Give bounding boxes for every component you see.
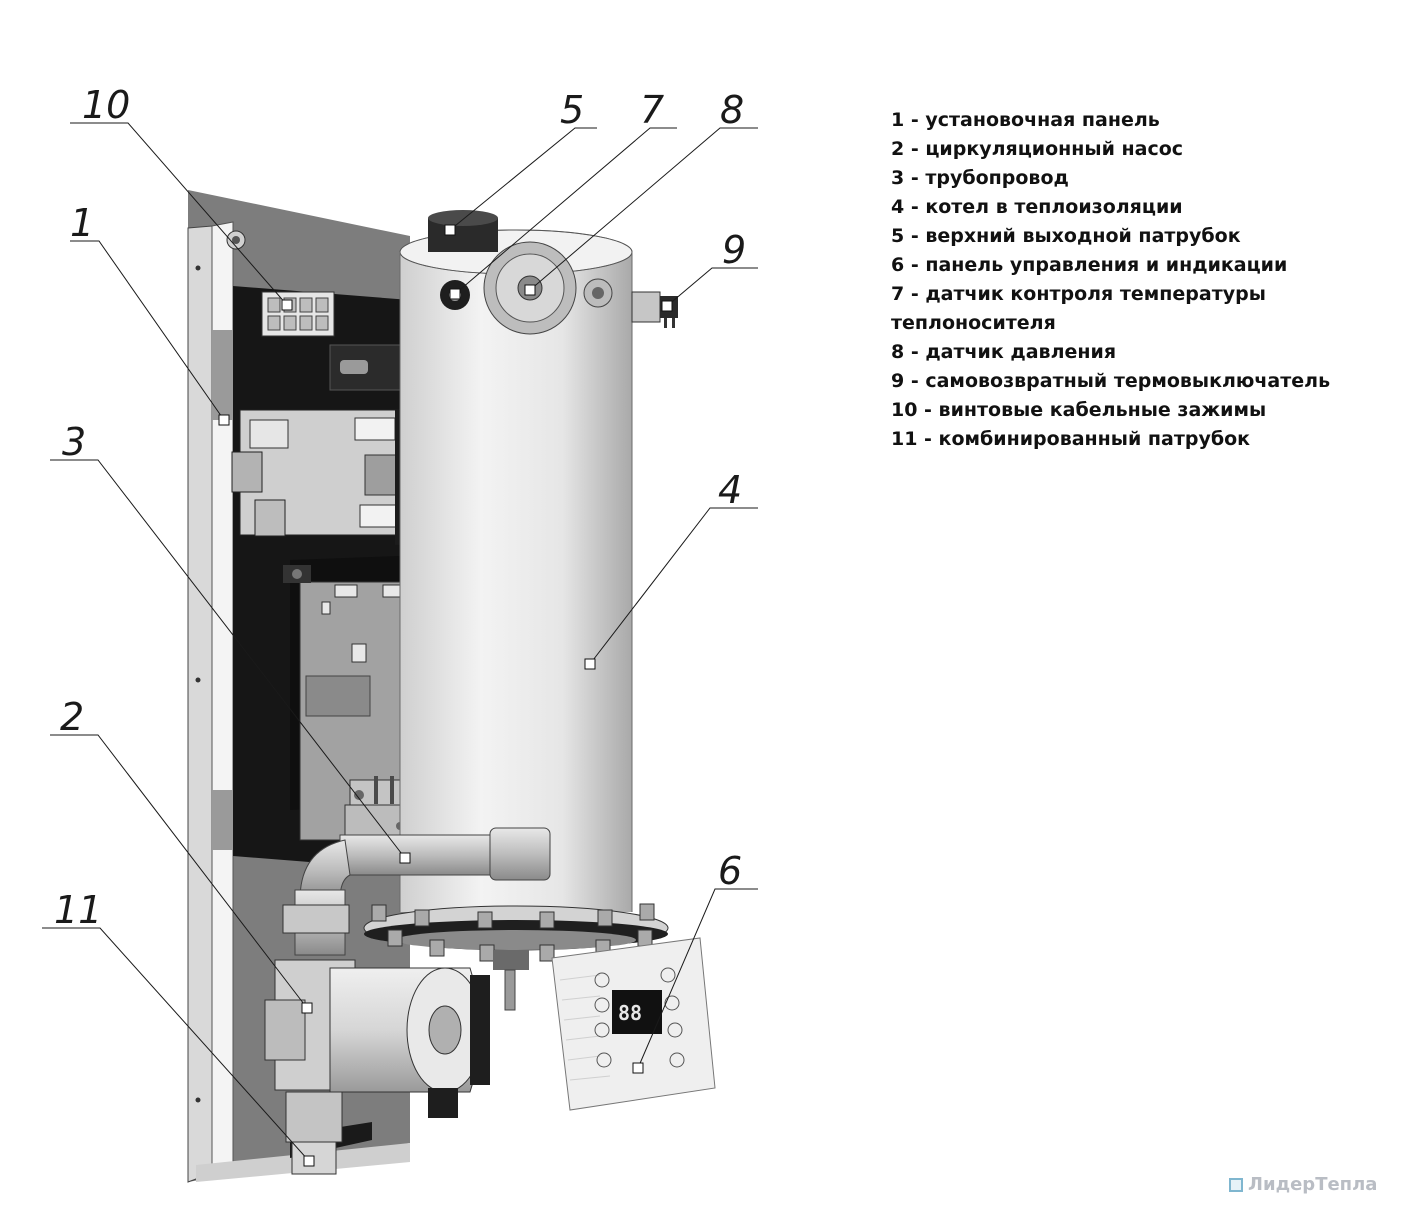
side-fitting (583, 278, 613, 308)
legend-item-6: 6 - панель управления и индикации (891, 254, 1288, 276)
top-outlet (428, 210, 498, 252)
legend-item-5: 5 - верхний выходной патрубок (891, 225, 1241, 247)
callout-numbers: 10 1 3 4 5 6 7 8 9 2 11 (54, 83, 746, 932)
callout-11: 11 (54, 888, 102, 932)
watermark: ЛидерТепла (1229, 1174, 1377, 1195)
legend-item-2: 2 - циркуляционный насос (891, 138, 1184, 160)
legend-item-7: 7 - датчик контроля температуры теплонос… (891, 280, 1330, 338)
leader-markers (218, 224, 673, 1167)
display-digits: 88 (618, 1001, 642, 1025)
pipeline (282, 827, 551, 956)
control-panel (551, 937, 716, 1111)
legend-item-8: 8 - датчик давления (891, 341, 1117, 363)
combined-fitting (285, 1091, 372, 1175)
legend-item-7-continued: теплоносителя (891, 312, 1056, 334)
callout-6: 6 (718, 849, 742, 893)
legend-item-10: 10 - винтовые кабельные зажимы (891, 399, 1267, 421)
legend-item-4: 4 - котел в теплоизоляции (891, 196, 1183, 218)
callout-3: 3 (62, 420, 86, 464)
parts-legend: 1 - установочная панель 2 - циркуляционн… (891, 106, 1330, 454)
leader-lines (42, 122, 758, 1162)
callout-10: 10 (82, 83, 130, 127)
callout-4: 4 (718, 468, 742, 512)
callout-9: 9 (722, 228, 746, 272)
legend-item-7-text: 7 - датчик контроля температуры (891, 283, 1266, 305)
callout-5: 5 (560, 88, 584, 132)
legend-item-11: 11 - комбинированный патрубок (891, 428, 1251, 450)
circulation-pump (264, 959, 490, 1118)
legend-item-9: 9 - самовозвратный термовыключатель (891, 370, 1331, 392)
callout-7: 7 (640, 88, 664, 132)
legend-item-1: 1 - установочная панель (891, 109, 1160, 131)
watermark-text: ЛидерТепла (1248, 1174, 1378, 1195)
legend-item-3: 3 - трубопровод (891, 167, 1069, 189)
watermark-logo-icon (1229, 1177, 1243, 1192)
callout-1: 1 (70, 201, 94, 245)
terminal-block (261, 291, 335, 337)
callout-2: 2 (60, 695, 84, 739)
callout-8: 8 (720, 88, 744, 132)
